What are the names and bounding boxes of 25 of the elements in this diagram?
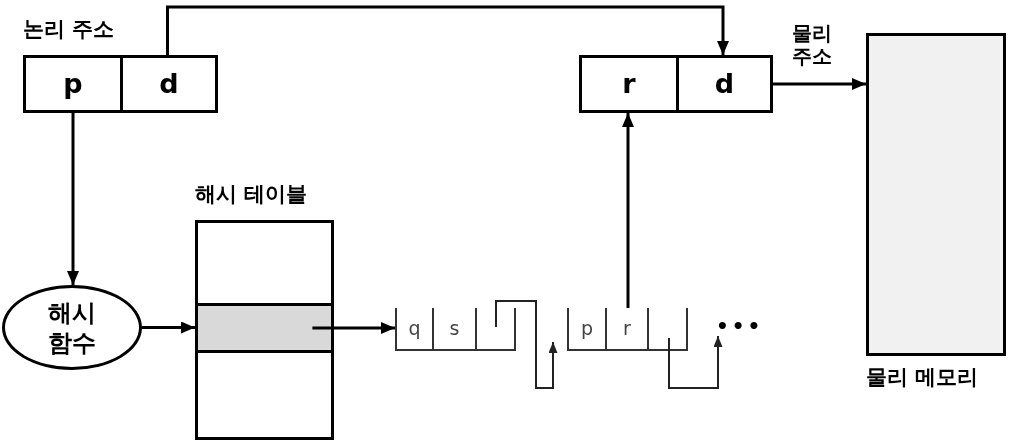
pointer-arrow <box>668 335 723 389</box>
heading-label: 해시 테이블 <box>195 181 308 207</box>
list-entry <box>395 308 516 351</box>
arrow <box>142 321 195 334</box>
address-cell: d <box>120 58 215 110</box>
address-cell: r <box>582 58 676 110</box>
address-box <box>579 55 773 113</box>
entry-cell: s <box>434 308 477 349</box>
highlighted-row <box>198 303 331 353</box>
entry-cell: q <box>397 308 434 349</box>
list-entry <box>567 308 688 351</box>
heading-label: 논리 주소 <box>23 16 115 42</box>
hash-function-ellipse: 해시 함수 <box>2 285 142 370</box>
entry-cell: r <box>607 308 649 349</box>
address-cell: p <box>26 58 120 110</box>
arrow <box>312 322 395 334</box>
address-cell: d <box>676 58 770 110</box>
entry-cell: p <box>569 308 607 349</box>
arrow <box>67 113 79 285</box>
ellipsis-text: ••• <box>716 316 764 336</box>
caption-label: 물리 메모리 <box>866 365 979 391</box>
pointer-arrow <box>495 300 558 389</box>
arrow <box>622 113 634 308</box>
arrow <box>773 78 866 90</box>
arrow <box>166 5 729 55</box>
